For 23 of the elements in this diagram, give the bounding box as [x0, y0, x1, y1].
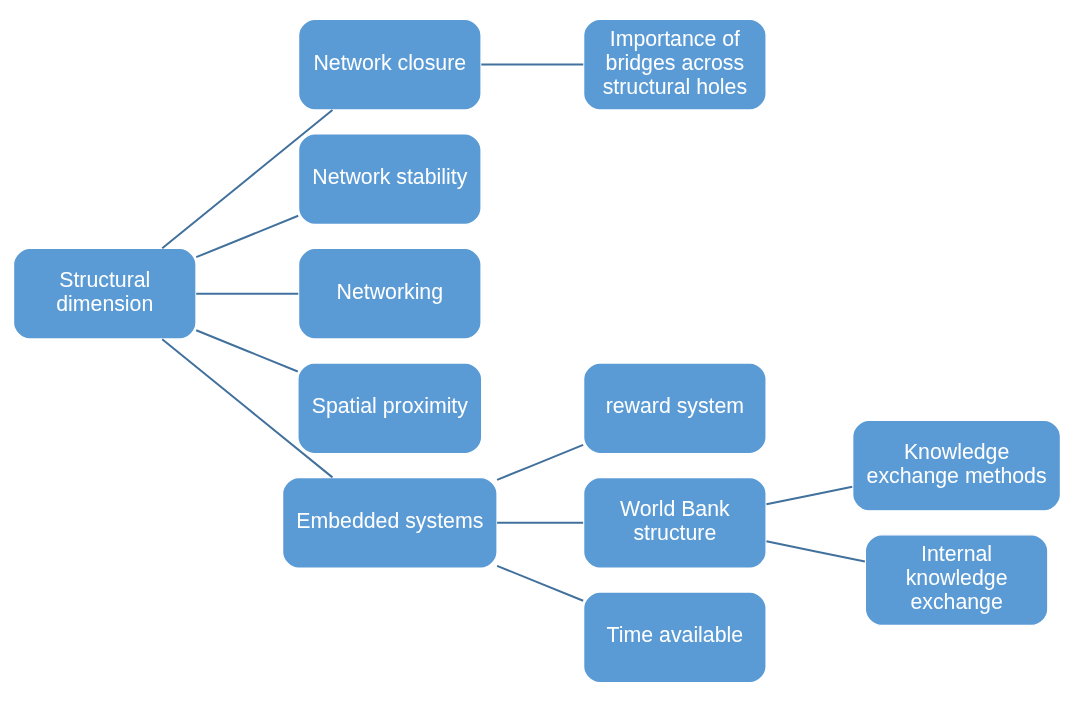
connector	[765, 540, 866, 563]
connector	[496, 521, 585, 524]
node-box: Networking	[297, 247, 482, 340]
node-box: Spatial proximity	[297, 362, 483, 455]
node-box: Embedded systems	[281, 476, 498, 569]
connector	[195, 214, 300, 259]
connector	[195, 329, 299, 373]
connector	[161, 338, 334, 479]
node-box: reward system	[582, 362, 767, 455]
connector	[195, 292, 300, 295]
node-box: Network stability	[297, 133, 482, 226]
node-box: Internal knowledge exchange	[864, 534, 1049, 627]
node-box: World Bank structure	[582, 476, 767, 569]
node-box: Structural dimension	[12, 247, 197, 340]
node-box: Importance of bridges across structural holes	[582, 18, 767, 111]
connector	[765, 485, 854, 506]
connector	[496, 564, 585, 602]
connector	[480, 63, 585, 66]
connector	[161, 109, 334, 250]
node-box: Time available	[582, 591, 767, 684]
node-box: Network closure	[297, 18, 482, 111]
node-box: Knowledge exchange methods	[852, 419, 1062, 512]
connector	[496, 443, 585, 481]
